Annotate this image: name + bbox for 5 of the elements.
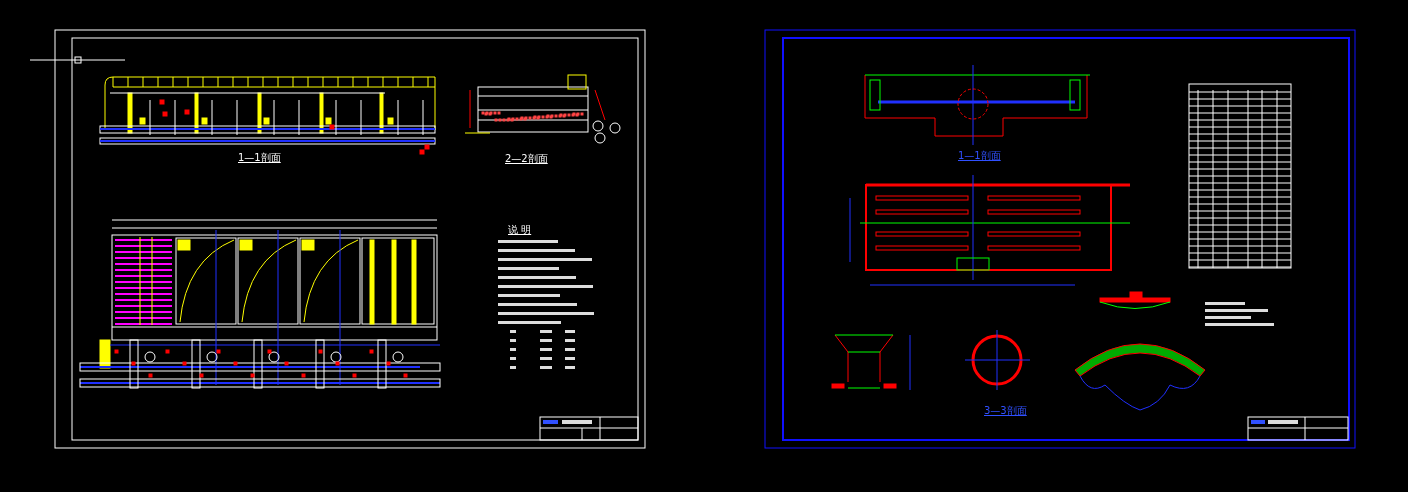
section-title: 说 明	[508, 224, 532, 236]
section-title: 1—1剖面	[958, 150, 1001, 162]
section-title: 3—3剖面	[984, 405, 1027, 417]
section-title: 1—1剖面	[238, 152, 281, 164]
section-title: 2—2剖面	[505, 153, 548, 165]
